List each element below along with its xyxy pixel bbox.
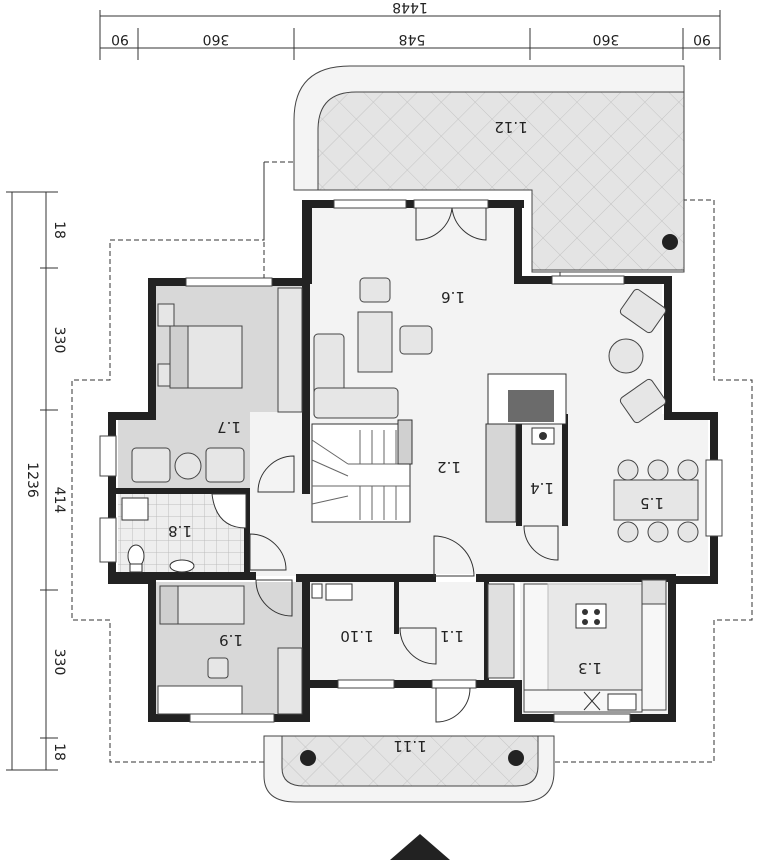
dim-left-total: 1236 [24, 462, 40, 498]
dim-top-seg-4: 360 [593, 31, 620, 47]
dim-left-seg-5: 18 [51, 743, 67, 761]
room-label-1-2: 1.2 [437, 458, 461, 476]
dimension-left: 1236 18 330 414 330 18 [6, 191, 67, 771]
fireplace [485, 373, 567, 523]
dim-left-seg-4: 330 [51, 649, 67, 676]
dim-left-seg-3: 414 [51, 487, 67, 514]
room-label-1-3: 1.3 [578, 659, 602, 677]
terrace-bottom [263, 735, 555, 803]
dining-furniture [613, 459, 699, 543]
terrace-column [662, 234, 678, 250]
room-label-1-12: 1.12 [494, 118, 527, 136]
dim-top-seg-2: 360 [203, 31, 230, 47]
windows [99, 199, 723, 723]
room-label-1-1: 1.1 [440, 627, 464, 645]
dimension-top: 1448 90 360 548 360 90 [99, 0, 721, 60]
room-label-1-4: 1.4 [530, 479, 554, 497]
room-label-1-10: 1.10 [340, 627, 373, 645]
bathroom-fixtures [121, 493, 247, 573]
room-label-1-7: 1.7 [217, 418, 241, 436]
terrace-top [293, 65, 685, 273]
kitchen-fixtures [523, 579, 667, 713]
room-labels: 1.12 1.6 1.7 1.2 1.4 1.5 1.8 1.9 1.10 1.… [168, 118, 664, 755]
dim-top-seg-3: 548 [399, 31, 426, 47]
bedroom-1-7-furniture [131, 287, 303, 483]
dim-top-seg-1: 90 [111, 31, 129, 47]
dim-top-total: 1448 [392, 0, 428, 15]
dim-top-seg-5: 90 [693, 31, 711, 47]
terrace-column [508, 750, 524, 766]
dim-left-seg-1: 18 [51, 221, 67, 239]
room-label-1-11: 1.11 [393, 737, 426, 755]
dim-left-seg-2: 330 [51, 327, 67, 354]
room-label-1-6: 1.6 [441, 288, 465, 306]
room-label-1-8: 1.8 [168, 522, 192, 540]
living-furniture [313, 277, 667, 424]
bedroom-1-9-furniture [157, 585, 303, 715]
doors [249, 207, 559, 723]
terrace-column [300, 750, 316, 766]
room-label-1-5: 1.5 [640, 494, 664, 512]
entrance-arrow [390, 834, 450, 860]
utility-fixtures [311, 583, 515, 679]
staircase [311, 419, 413, 523]
room-label-1-9: 1.9 [219, 631, 243, 649]
